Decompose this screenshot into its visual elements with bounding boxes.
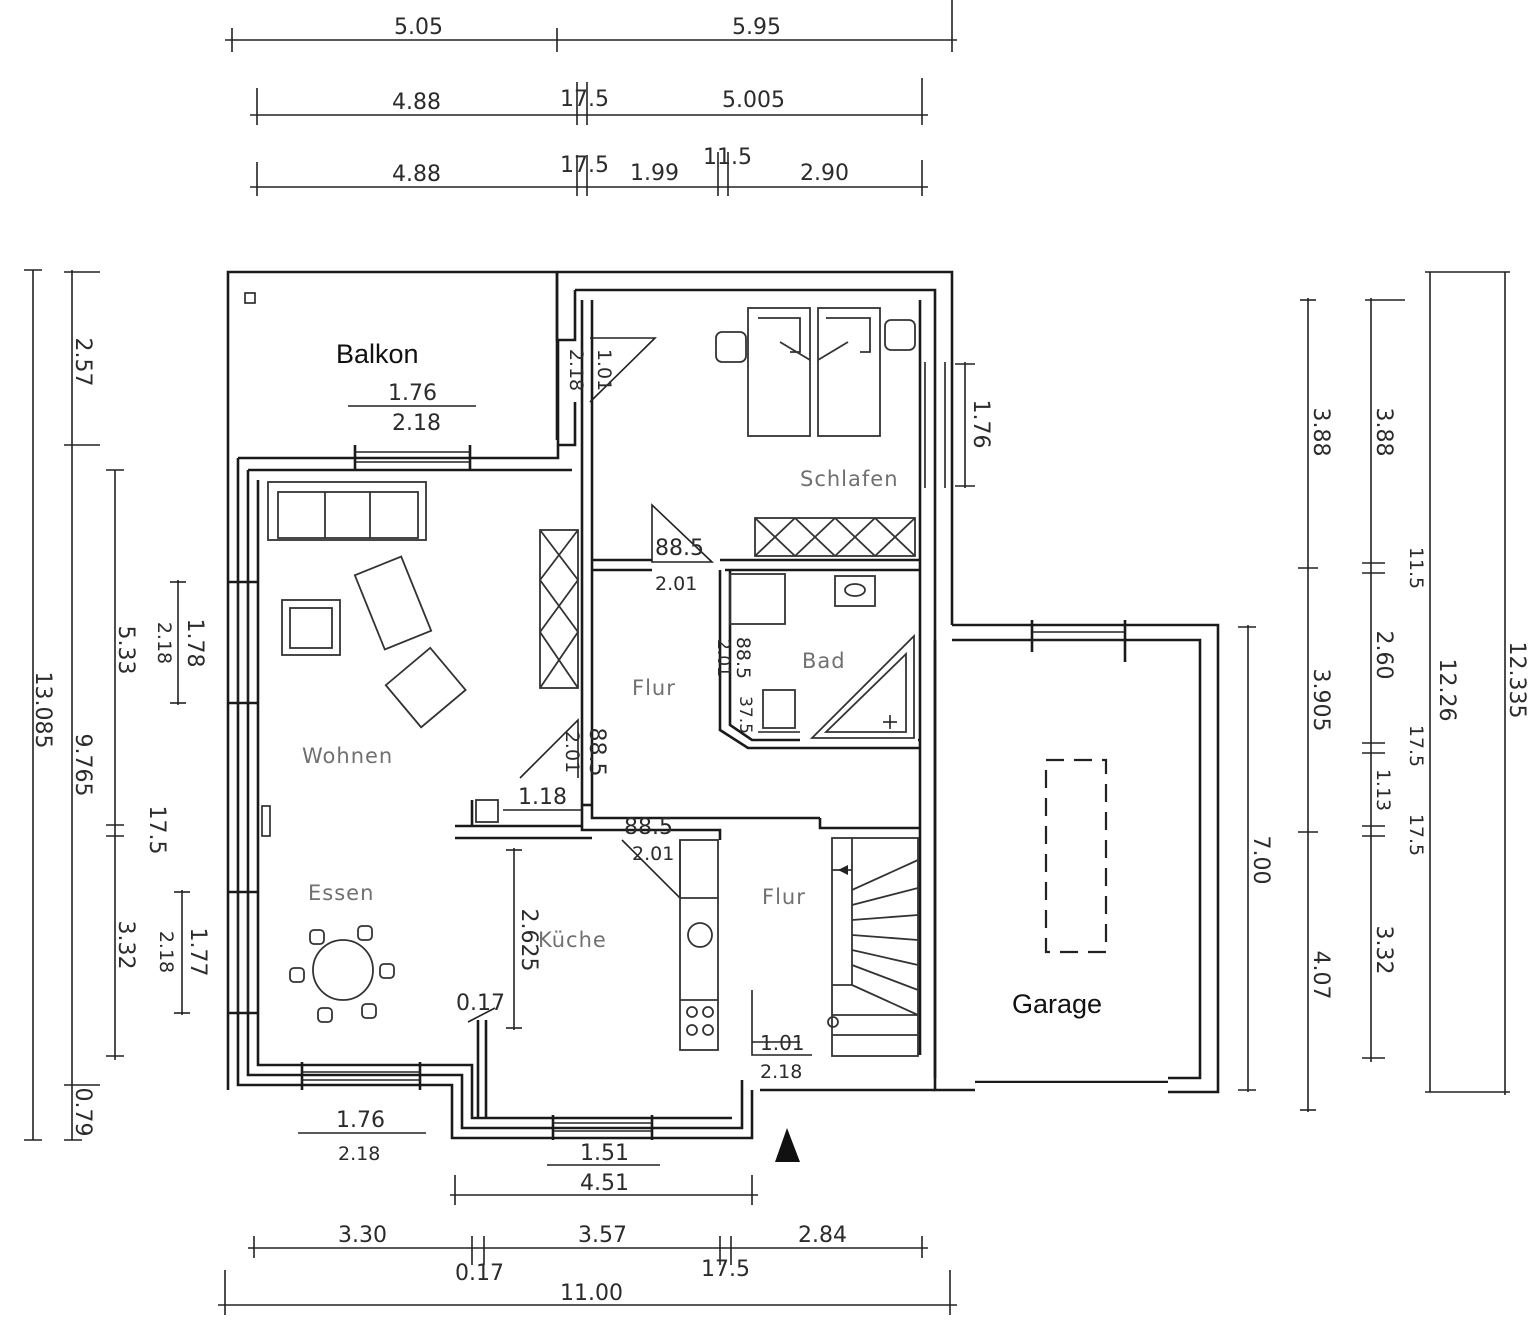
left-dimensions: 13.085 2.57 9.765 0.79 5.33 17.5 3.32 1.…: [24, 269, 210, 1141]
dim-right-11-5: 11.5: [1405, 547, 1427, 589]
dim-left-1-78: 1.78: [182, 619, 207, 668]
dim-bottom-0-17: 0.17: [455, 1261, 504, 1286]
dim-left-9-765: 9.765: [70, 734, 95, 797]
dim-door-bad-2-01: 2.01: [713, 639, 733, 677]
dim-bottom-3-30: 3.30: [338, 1223, 387, 1248]
dim-bottom-2-84: 2.84: [798, 1223, 847, 1248]
dim-bottom-11-00: 11.00: [560, 1281, 623, 1306]
dim-right-17-5-b: 17.5: [1405, 814, 1427, 856]
dim-left-5-33: 5.33: [113, 626, 138, 675]
garage-car: [1044, 758, 1108, 954]
room-essen: Essen: [308, 881, 374, 905]
dim-top-11-5: 11.5: [703, 145, 752, 170]
interior-dimensions: 1.76 2.18 1.01 2.18 88.5 2.01 88.5 2.01 …: [298, 349, 805, 1165]
dim-door-wohnen-2-01: 2.01: [561, 731, 583, 773]
dim-door-kueche-2-01: 2.01: [632, 843, 674, 865]
dim-left-2-18-b: 2.18: [155, 931, 177, 973]
dim-bottom-4-51: 4.51: [580, 1171, 629, 1196]
dim-top-17-5-b: 17.5: [560, 153, 609, 178]
entrance-arrow-icon: [775, 1128, 800, 1162]
dim-door-schlafen-2-01: 2.01: [655, 573, 697, 595]
bottom-dimensions: 1.51 4.51 3.30 3.57 2.84 0.17 17.5 11.00: [218, 1141, 957, 1315]
dim-right-3-88-b: 3.88: [1371, 408, 1396, 457]
dim-door-kueche-88-5: 88.5: [624, 815, 673, 840]
dim-door-schlafen-88-5: 88.5: [655, 536, 704, 561]
room-flur-upper: Flur: [632, 676, 676, 700]
room-bad: Bad: [802, 649, 846, 673]
bad-sink: [834, 575, 876, 607]
dim-top-2-90: 2.90: [800, 161, 849, 186]
dim-right-3-88-a: 3.88: [1308, 408, 1333, 457]
room-flur-lower: Flur: [762, 885, 806, 909]
dim-door-balkon-1-01: 1.01: [593, 349, 615, 391]
dim-left-3-32: 3.32: [113, 921, 138, 970]
dim-right-2-60: 2.60: [1371, 631, 1396, 680]
dim-wall-0-17: 0.17: [456, 991, 505, 1016]
dim-bottom-1-51: 1.51: [580, 1141, 629, 1166]
bad-bathtub: [809, 633, 915, 739]
dim-bottom-3-57: 3.57: [578, 1223, 627, 1248]
dim-schlafen-window-1-76: 1.76: [968, 400, 993, 449]
room-schlafen: Schlafen: [800, 467, 899, 491]
dim-right-3-905: 3.905: [1308, 669, 1333, 732]
right-dimensions: 12.335 12.26 3.88 11.5 2.60 17.5 1.13 17…: [955, 271, 1529, 1112]
dim-left-17-5: 17.5: [144, 806, 169, 855]
room-wohnen: Wohnen: [302, 744, 393, 768]
dim-door-wohnen-88-5: 88.5: [584, 728, 609, 777]
top-dimensions: 5.05 5.95 4.88 17.5 5.005 4.88 17.5 1.99…: [225, 0, 957, 196]
dim-essen-window-1-76: 1.76: [336, 1108, 385, 1133]
dim-right-17-5-a: 17.5: [1405, 725, 1427, 767]
dim-kueche-2-625: 2.625: [516, 909, 541, 972]
bad-toilet: [762, 689, 796, 729]
dim-top-17-5-a: 17.5: [560, 87, 609, 112]
bed-left: [747, 307, 811, 437]
dim-left-0-79: 0.79: [70, 1088, 95, 1137]
dim-bottom-17-5: 17.5: [701, 1257, 750, 1282]
label-balkon: Balkon: [336, 339, 419, 369]
furniture: [267, 307, 1108, 1162]
dim-door-bad-88-5: 88.5: [732, 637, 754, 679]
dim-left-13-085: 13.085: [30, 672, 55, 749]
dim-door-entry-1-01: 1.01: [760, 1031, 805, 1055]
dim-right-3-32: 3.32: [1371, 926, 1396, 975]
dim-top-5-05: 5.05: [394, 15, 443, 40]
dim-bad-37-5: 37.5: [735, 696, 755, 734]
dim-right-12-335: 12.335: [1504, 642, 1529, 719]
room-kueche: Küche: [538, 928, 607, 952]
dim-door-balkon-2-18: 2.18: [565, 349, 587, 391]
label-boxes: Balkon Garage: [320, 336, 1168, 1098]
dim-right-4-07: 4.07: [1308, 951, 1333, 1000]
dim-top-4-88-a: 4.88: [392, 90, 441, 115]
dim-balkon-1-76: 1.76: [388, 381, 437, 406]
bed-right: [817, 307, 881, 437]
dim-top-1-99: 1.99: [630, 161, 679, 186]
dim-balkon-2-18: 2.18: [392, 411, 441, 436]
dim-left-1-77: 1.77: [185, 928, 210, 977]
dim-garage-7-00: 7.00: [1248, 836, 1273, 885]
dim-right-12-26: 12.26: [1434, 659, 1459, 722]
dim-top-4-88-b: 4.88: [392, 162, 441, 187]
dim-wall-1-18: 1.18: [518, 785, 567, 810]
dim-left-2-18-a: 2.18: [153, 622, 175, 664]
walls: [226, 270, 1220, 1140]
label-garage: Garage: [1012, 989, 1102, 1019]
dim-top-5-005: 5.005: [722, 88, 785, 113]
dim-door-entry-2-18: 2.18: [760, 1061, 802, 1083]
dim-top-5-95: 5.95: [732, 15, 781, 40]
dim-left-2-57: 2.57: [70, 338, 95, 387]
dim-right-1-13: 1.13: [1372, 769, 1394, 811]
room-names: Schlafen Bad Flur Flur Wohnen Essen Küch…: [302, 467, 899, 952]
dim-essen-window-2-18: 2.18: [338, 1143, 380, 1165]
